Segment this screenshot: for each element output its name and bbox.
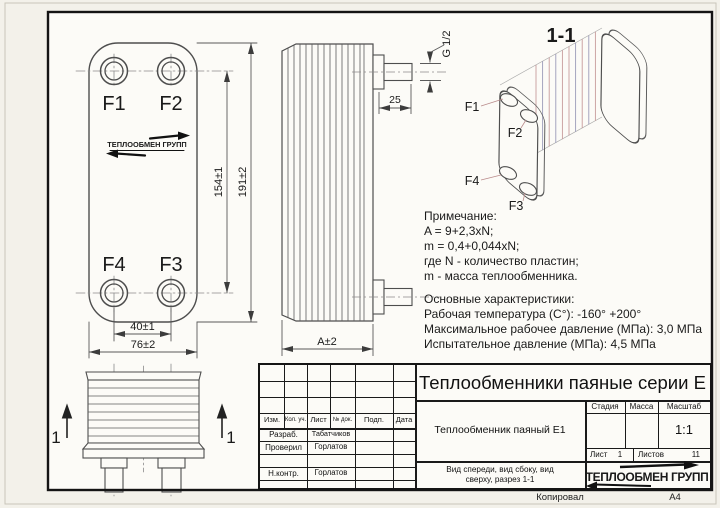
ports	[99, 56, 186, 308]
row-role: Н.контр.	[268, 468, 299, 478]
section-marks	[61, 403, 228, 438]
logo-arrow-left	[586, 481, 597, 488]
port-label-f3: F3	[159, 254, 182, 276]
views-caption-line1: Вид спереди, вид сбоку, вид	[446, 465, 554, 475]
port-label-f4: F4	[102, 254, 125, 276]
plate-logo-text: ТЕПЛООБМЕН ГРУПП	[107, 140, 186, 149]
drawing-frame	[46, 10, 714, 492]
stub-pipe	[104, 467, 124, 493]
col-izm: Изм.	[263, 415, 281, 425]
stub-pipe	[161, 467, 182, 493]
row-name: Горлатов	[314, 442, 348, 452]
section-mark-right-label: 1	[226, 428, 235, 447]
dim-hole-height: 154±1	[213, 167, 225, 198]
sheet-label: Лист	[590, 449, 608, 459]
scale-label: Масштаб	[666, 401, 702, 411]
section-port-f1: F1	[465, 100, 480, 114]
section-mark-left-label: 1	[51, 428, 60, 447]
logo-arrow-left	[106, 149, 118, 158]
notes-block: Примечание: A = 9+2,3xN; m = 0,4+0,044xN…	[424, 209, 702, 351]
plate-logo: ТЕПЛООБМЕН ГРУПП	[106, 131, 190, 158]
mass-label: Масса	[629, 401, 654, 411]
drawing-title: Теплообменники паяные серии Е	[419, 371, 706, 393]
section-view: 1-1	[465, 25, 648, 213]
section-port-f4: F4	[465, 174, 480, 188]
back-plate	[600, 33, 641, 144]
port-leaders	[480, 98, 527, 202]
port-label-f2: F2	[159, 93, 182, 115]
col-kol: Кол. уч.	[284, 417, 307, 424]
row-role: Проверил	[265, 442, 302, 452]
logo-arrow-right	[684, 461, 699, 470]
col-data: Дата	[395, 415, 413, 425]
company-logo-text: ТЕПЛООБМЕН ГРУПП	[586, 470, 709, 484]
sheet-value: 1	[617, 449, 623, 459]
dim-depth: A±2	[317, 336, 337, 348]
dim-width: 76±2	[131, 339, 155, 351]
thread-label: G 1/2	[441, 31, 453, 58]
spec-pressure-max: Максимальное рабочее давление (МПа): 3,0…	[424, 322, 702, 336]
notes-heading: Примечание:	[424, 209, 497, 223]
title-block: Изм. Кол. уч. Лист № док. Подп. Дата Раз…	[258, 363, 712, 490]
section-title: 1-1	[547, 25, 576, 47]
sheets-label: Листов	[638, 449, 664, 459]
stub-collar	[100, 457, 128, 469]
dim-total-height: 191±2	[237, 167, 249, 198]
row-name: Табатчиков	[311, 429, 351, 439]
col-doc: № док.	[332, 417, 353, 424]
section-ports	[498, 93, 539, 196]
spec-temp: Рабочая температура (C°): -160° +200°	[424, 307, 641, 321]
front-dimensions	[88, 42, 258, 359]
stage-label: Стадия	[591, 401, 619, 411]
row-name: Горлатов	[314, 468, 348, 478]
side-view: 25 A±2 G 1/2	[281, 31, 453, 356]
logo-arrow-right	[178, 131, 190, 140]
page-edge	[4, 2, 717, 505]
col-podp: Подп.	[364, 415, 384, 425]
side-dimensions	[281, 44, 445, 356]
dim-port-length: 25	[389, 94, 401, 106]
plate-outline	[88, 42, 198, 323]
notes-formula-m: m = 0,4+0,044xN;	[424, 239, 519, 253]
notes-formula-a: A = 9+2,3xN;	[424, 224, 493, 238]
scale-value: 1:1	[674, 422, 694, 438]
stub-collar	[157, 457, 186, 469]
spec-pressure-test: Испытательное давление (МПа): 4,5 МПа	[424, 337, 656, 351]
specs-heading: Основные характеристики:	[424, 292, 574, 306]
row-role: Разраб.	[269, 429, 298, 439]
section-port-f2: F2	[508, 126, 523, 140]
views-caption: Вид спереди, вид сбоку, вид сверху, разр…	[415, 461, 585, 488]
footer-copied: Копировал	[536, 492, 584, 503]
company-logo: ТЕПЛООБМЕН ГРУПП	[585, 461, 710, 488]
port-label-f1: F1	[102, 93, 125, 115]
views-caption-line2: сверху, разрез 1-1	[465, 474, 535, 484]
dim-hole-spacing: 40±1	[130, 321, 154, 333]
sheets-value: 11	[691, 449, 700, 459]
col-list: Лист	[310, 415, 327, 425]
notes-def-m: m - масса теплообменника.	[424, 269, 578, 283]
doc-name: Теплообменник паяный Е1	[434, 424, 566, 437]
notes-def-n: где N - количество пластин;	[424, 254, 579, 268]
section-port-f3: F3	[509, 199, 524, 213]
footer-format: А4	[669, 492, 681, 503]
top-view: 1 1	[51, 371, 236, 493]
